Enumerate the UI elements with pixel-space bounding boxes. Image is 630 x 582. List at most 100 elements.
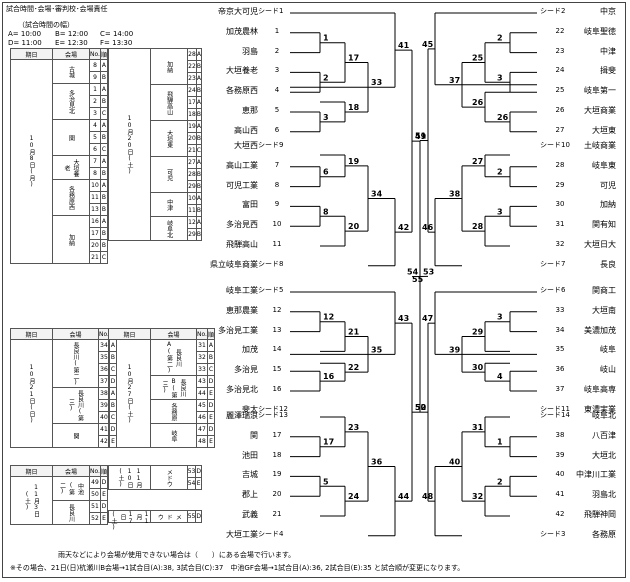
match-number: 21	[348, 328, 360, 337]
team-number: 22	[555, 26, 565, 35]
schedule-date: 10月21日(日)	[10, 339, 53, 448]
schedule-venue: 中津	[149, 192, 189, 217]
team-number: 26	[555, 106, 565, 114]
match-number: 44	[398, 492, 410, 501]
team-number: 12	[272, 305, 282, 314]
footer-note-1: 雨天などにより会場が使用できない場合は（ ）にある会場で行います。	[58, 551, 296, 559]
team-name: 岐阜高専	[584, 385, 616, 394]
match-number: 1	[323, 34, 329, 43]
team-name: 多治見工業	[218, 325, 258, 335]
schedule-venue: 加納	[52, 215, 90, 264]
team-name: 恵那農業	[226, 305, 258, 315]
team-name: 吉城	[242, 470, 258, 480]
match-number: 41	[398, 41, 410, 50]
team-number: シード7	[540, 259, 566, 268]
schedule-venue: 岐阜北	[149, 216, 189, 241]
team-name: 大垣商業	[584, 106, 616, 115]
team-number: 11	[272, 240, 282, 248]
match-number: 40	[449, 458, 461, 467]
team-number: 10	[272, 220, 282, 229]
match-number: 23	[348, 423, 359, 432]
time-b: B= 12:00	[55, 30, 89, 38]
team-number: 31	[555, 220, 565, 229]
match-number: 6	[323, 168, 329, 177]
schedule-venue: 飛騨高山	[149, 84, 189, 121]
match-number: 50	[415, 403, 427, 412]
match-number: 33	[371, 78, 382, 87]
team-name: 大垣工業	[226, 529, 258, 539]
team-name: 斐太	[242, 404, 258, 414]
schedule-date: 10月20日(土)	[108, 48, 151, 241]
times-title: （試合時間の幅）	[18, 21, 74, 29]
schedule-venue: 中池(第二)	[52, 476, 90, 501]
team-name: 高山西	[234, 125, 258, 135]
team-number: 34	[555, 325, 565, 334]
schedule-date: 11月17日(土)	[108, 510, 151, 531]
team-name: 飛騨神岡	[584, 510, 616, 519]
team-name: 可児	[600, 180, 616, 190]
match-number: 19	[348, 157, 360, 166]
team-number: 7	[274, 160, 280, 169]
team-number: 29	[555, 180, 565, 189]
match-number: 2	[497, 168, 503, 177]
team-number: 25	[555, 86, 565, 95]
team-name: 中津	[600, 46, 616, 56]
team-name: 大垣北	[592, 450, 616, 460]
team-number: シード12	[258, 404, 288, 413]
team-name: 加茂農林	[226, 26, 258, 36]
match-number: 42	[398, 223, 409, 232]
match-number: 45	[422, 40, 434, 49]
match-number: 3	[497, 313, 503, 322]
team-number: 1	[274, 26, 280, 35]
schedule-venue: 多治見北	[52, 83, 90, 120]
team-name: 加茂	[242, 345, 258, 355]
schedule-venue: 長良川A(第二)	[150, 339, 197, 376]
team-number: 23	[555, 46, 565, 55]
team-name: 中津川工業	[576, 470, 616, 480]
team-number: シード6	[540, 286, 566, 294]
match-number: 54	[407, 267, 419, 276]
match-number: 2	[323, 73, 329, 82]
time-f: F= 13:30	[100, 39, 133, 47]
team-name: 岐阜北	[592, 411, 616, 420]
team-name: 土岐商業	[584, 141, 616, 150]
schedule-cell: E	[195, 477, 202, 490]
team-number: 16	[272, 385, 282, 393]
team-name: 関有知	[592, 220, 616, 230]
team-number: シード5	[258, 286, 284, 294]
match-number: 51	[415, 132, 427, 141]
team-number: 24	[555, 66, 565, 75]
team-number: 27	[555, 125, 565, 134]
match-number: 3	[497, 73, 503, 82]
schedule-venue: 大垣東	[149, 120, 189, 157]
team-number: 6	[274, 125, 280, 134]
team-number: 39	[555, 450, 565, 459]
team-number: 38	[555, 430, 565, 439]
team-name: 武義	[242, 510, 258, 519]
final-match-number: 55	[412, 275, 424, 284]
team-name: 岐阜聖徳	[584, 26, 616, 36]
team-name: 多治見北	[226, 385, 258, 394]
match-number: 18	[348, 103, 360, 112]
schedule-cell: E	[99, 512, 108, 525]
team-name: 大垣日大	[584, 240, 616, 249]
team-name: 岐阜工業	[226, 286, 258, 295]
team-name: 池田	[242, 450, 258, 460]
team-name: 加納	[600, 200, 616, 210]
schedule-venue: メドウ	[150, 465, 188, 490]
match-number: 26	[472, 98, 484, 107]
team-name: 各務原西	[226, 86, 258, 96]
team-number: 14	[272, 345, 282, 354]
match-number: 24	[348, 492, 360, 501]
team-name: 飛騨高山	[226, 240, 258, 249]
team-number: 35	[555, 345, 565, 354]
schedule-cell: D	[195, 510, 202, 523]
team-number: シード13	[258, 411, 288, 419]
team-name: 各務原	[592, 529, 616, 539]
match-number: 12	[323, 313, 334, 322]
team-number: 9	[274, 200, 280, 209]
team-number: 28	[555, 160, 565, 169]
team-number: シード4	[258, 529, 284, 538]
